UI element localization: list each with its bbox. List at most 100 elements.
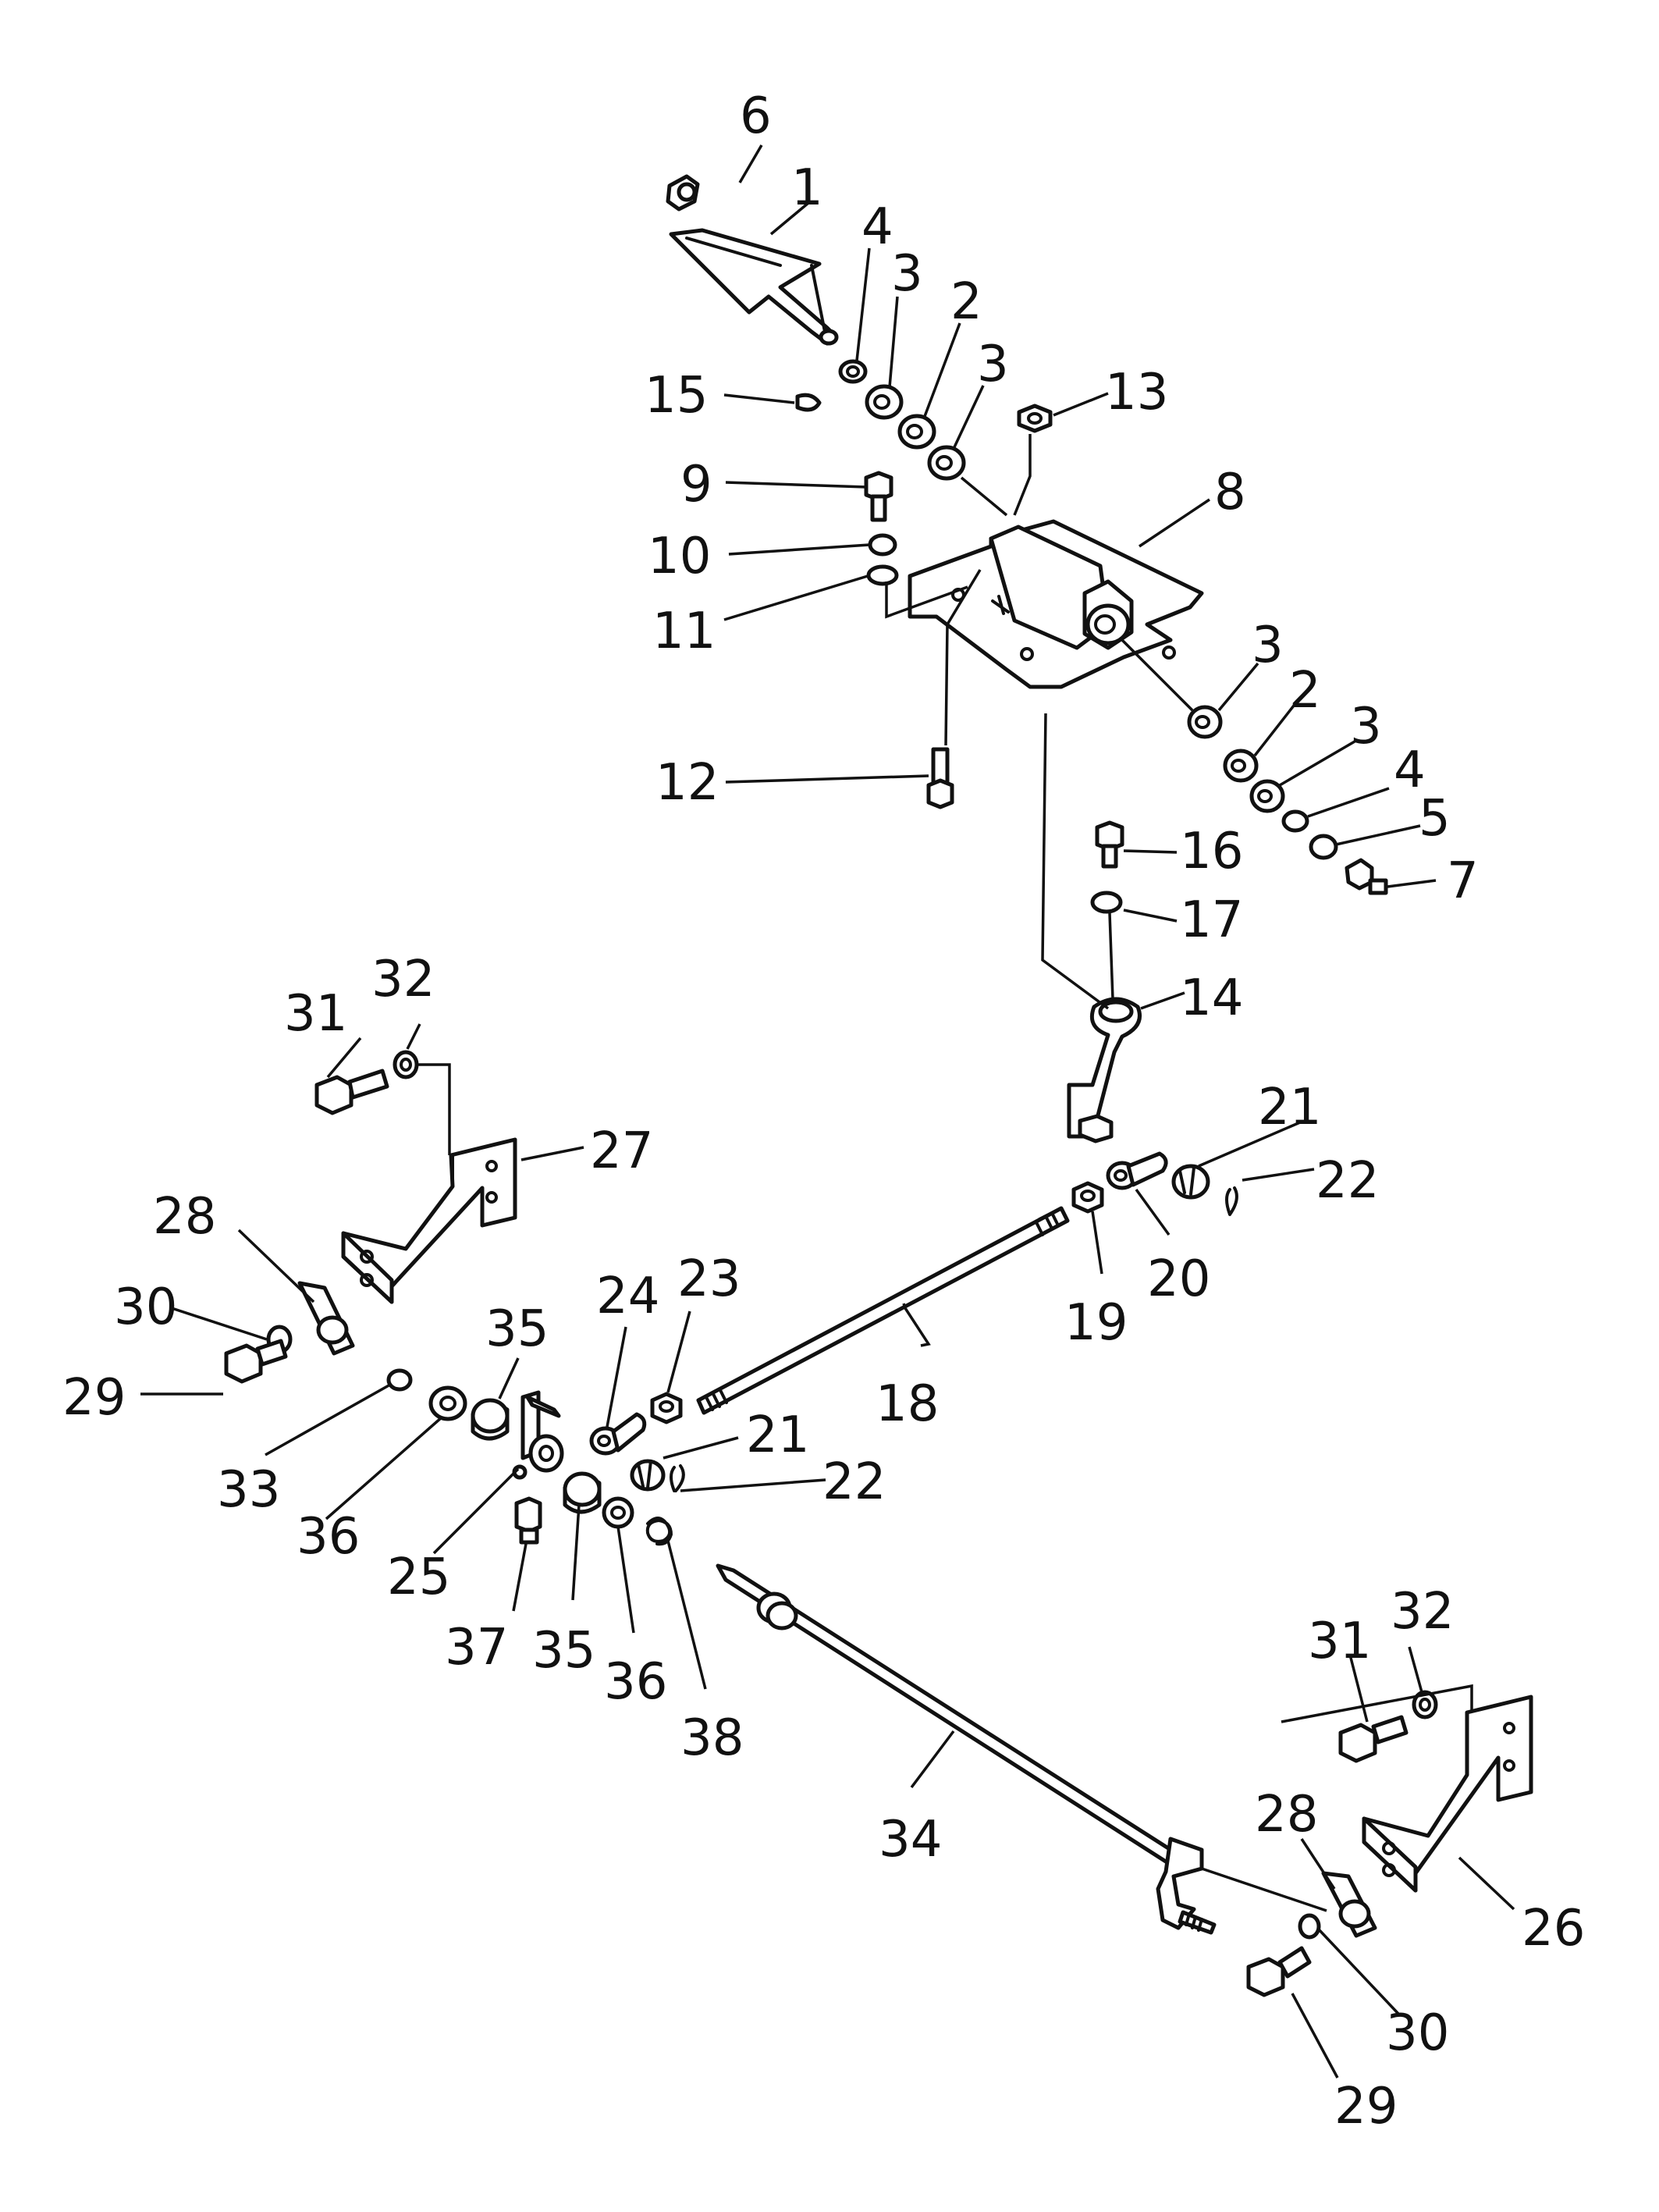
part-1-lever (669, 228, 839, 346)
part-29-bolt-right (1246, 1946, 1312, 1997)
callout-37: 37 (445, 1619, 508, 1677)
part-22-cotter-pin-right (1225, 1186, 1238, 1216)
part-11-washer (866, 564, 899, 586)
callout-18: 18 (876, 1375, 939, 1433)
callout-29: 29 (62, 1369, 126, 1427)
part-3-bushing-upper-a (865, 384, 904, 420)
part-13-nut (1017, 404, 1053, 433)
callout-1: 1 (791, 159, 823, 217)
callout-33: 33 (217, 1461, 280, 1519)
callout-27: 27 (590, 1122, 653, 1180)
part-34-shaft (716, 1563, 1217, 1935)
part-10-lockwasher (868, 533, 897, 557)
callout-20: 20 (1147, 1250, 1210, 1308)
callout-2: 2 (950, 273, 982, 331)
callout-17: 17 (1180, 891, 1243, 949)
part-23-nut (650, 1392, 683, 1424)
part-2-bushing-lower (1223, 749, 1259, 783)
part-4-washer-upper (838, 359, 868, 384)
part-28-plate-right (1321, 1871, 1377, 1938)
callout-30: 30 (114, 1278, 177, 1336)
part-18-rod (696, 1206, 1070, 1415)
callout-19: 19 (1064, 1294, 1128, 1352)
callout-16: 16 (1180, 823, 1243, 880)
callout-11: 11 (652, 603, 716, 660)
part-3-bushing-upper-b (927, 445, 966, 481)
callout-38: 38 (680, 1709, 744, 1767)
part-3-bushing-lower-a (1187, 705, 1223, 739)
callout-3: 3 (1350, 698, 1382, 756)
part-20-rod-end (1106, 1151, 1168, 1190)
part-28-plate-left (297, 1281, 355, 1356)
part-26-bracket (1362, 1695, 1533, 1893)
callout-8: 8 (1214, 464, 1246, 521)
callout-7: 7 (1447, 852, 1479, 910)
callout-24: 24 (596, 1268, 659, 1325)
callout-labels: 1 6 4 3 2 3 13 15 9 8 10 11 3 2 3 12 4 5… (62, 87, 1585, 2136)
callout-4: 4 (1394, 741, 1426, 799)
callout-15: 15 (645, 367, 708, 425)
callout-13: 13 (1105, 364, 1168, 421)
part-8-bracket (908, 519, 1204, 689)
callout-22: 22 (1316, 1152, 1379, 1210)
part-9-bolt (864, 471, 893, 522)
callout-35: 35 (532, 1622, 595, 1680)
part-2-bushing-upper (897, 414, 936, 450)
part-7-fitting (1345, 858, 1388, 895)
callout-31: 31 (1308, 1613, 1371, 1670)
callout-36: 36 (604, 1653, 667, 1711)
part-3-bushing-lower-b (1249, 779, 1285, 813)
callout-5: 5 (1419, 790, 1451, 848)
part-36-bushing-upper (428, 1385, 467, 1421)
callout-25: 25 (387, 1549, 450, 1606)
part-5-clip (1309, 834, 1338, 860)
callout-10: 10 (648, 528, 711, 585)
part-6-pin (666, 174, 700, 212)
callout-3: 3 (891, 245, 923, 303)
callout-3: 3 (977, 336, 1009, 393)
callout-29: 29 (1334, 2078, 1398, 2136)
part-36-bushing-lower (602, 1496, 634, 1529)
callout-31: 31 (284, 985, 347, 1043)
callout-30: 30 (1386, 2004, 1449, 2062)
callout-34: 34 (879, 1811, 942, 1869)
callout-32: 32 (371, 951, 435, 1008)
callout-2: 2 (1289, 662, 1321, 720)
callout-21: 21 (1258, 1079, 1321, 1136)
part-22-cotter-pin-left (670, 1464, 685, 1492)
callout-14: 14 (1180, 969, 1243, 1027)
part-14-lever-arm (1067, 997, 1142, 1143)
callout-23: 23 (677, 1250, 741, 1308)
part-35-bushing-lower (563, 1471, 602, 1514)
part-32-washer-right (1412, 1690, 1438, 1719)
part-21-castle-nut-right (1171, 1164, 1210, 1200)
callout-32: 32 (1391, 1583, 1454, 1641)
part-31-bolt-left (314, 1069, 389, 1115)
callout-36: 36 (297, 1508, 360, 1566)
callout-26: 26 (1522, 1900, 1585, 1958)
part-24-rod-end (589, 1412, 647, 1456)
callout-9: 9 (680, 456, 712, 514)
callout-3: 3 (1252, 617, 1284, 674)
part-37-grease-fitting (514, 1496, 542, 1545)
callout-28: 28 (153, 1188, 216, 1246)
part-31-bolt-right (1338, 1715, 1409, 1763)
callout-4: 4 (861, 198, 893, 256)
part-29-bolt-left (224, 1339, 288, 1384)
part-32-washer-left (393, 1050, 419, 1079)
part-4-washer-lower (1281, 809, 1309, 833)
leader-lines (140, 144, 1515, 2079)
part-15-key (795, 393, 822, 412)
part-16-bolt (1095, 820, 1124, 869)
part-12-bolt (926, 747, 954, 809)
callout-35: 35 (485, 1300, 549, 1358)
part-35-bushing-upper (471, 1398, 510, 1441)
callout-12: 12 (655, 754, 719, 812)
part-25-lever (512, 1390, 564, 1480)
part-30-lockwasher-right (1298, 1913, 1321, 1940)
callout-21: 21 (746, 1407, 809, 1464)
part-21-castle-nut-left (630, 1459, 666, 1492)
part-33-washer (386, 1368, 413, 1392)
